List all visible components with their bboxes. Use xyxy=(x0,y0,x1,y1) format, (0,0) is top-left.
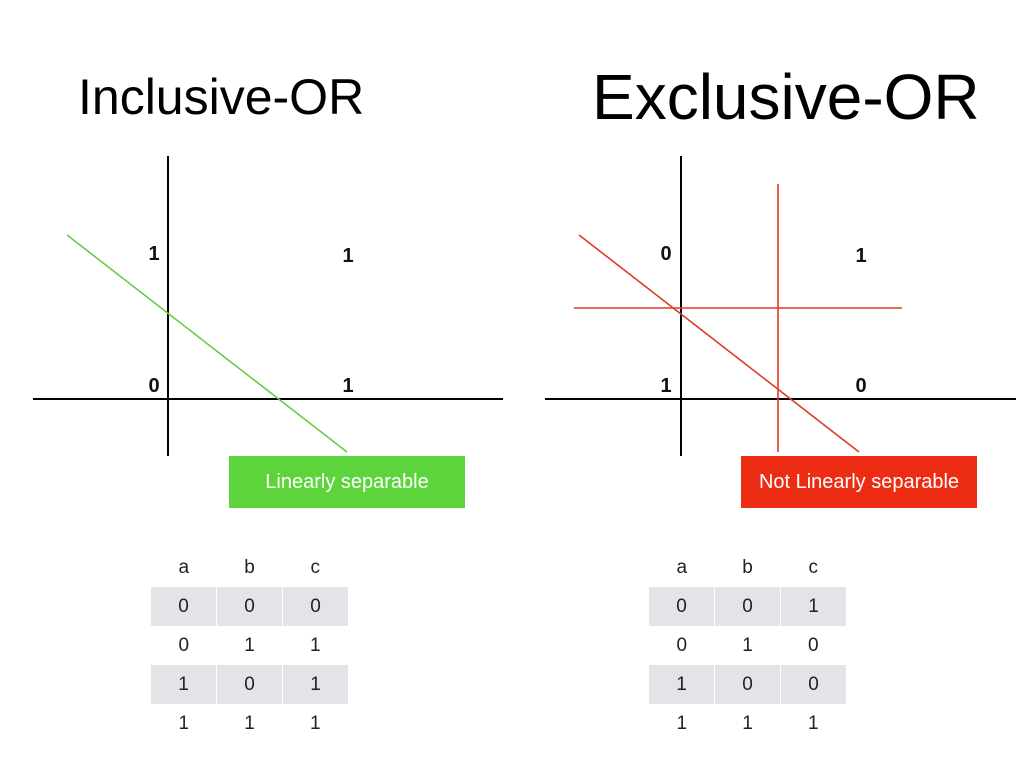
column-header-b: b xyxy=(742,556,753,578)
table-cell: 0 xyxy=(216,587,283,626)
table-cell: 0 xyxy=(649,587,715,626)
inclusive-or-plot: 1 1 0 1 xyxy=(33,156,503,456)
table-cell: 0 xyxy=(714,665,781,704)
table-cell: 1 xyxy=(309,634,321,656)
table-row: 0 1 1 xyxy=(151,626,348,665)
table-cell: 0 xyxy=(807,634,819,656)
inclusive-or-title: Inclusive-OR xyxy=(78,69,365,125)
table-cell: 1 xyxy=(807,712,819,734)
right-point-top-right: 1 xyxy=(855,245,866,267)
table-cell: 1 xyxy=(178,712,190,734)
table-row: 0 0 1 xyxy=(649,587,846,626)
column-header-b: b xyxy=(244,556,255,578)
table-cell: 1 xyxy=(244,712,255,734)
right-diagonal-separator xyxy=(578,234,860,453)
left-separator-line xyxy=(66,234,348,453)
table-cell: 0 xyxy=(151,587,217,626)
table-cell: 1 xyxy=(676,712,688,734)
table-cell: 1 xyxy=(742,712,753,734)
column-header-c: c xyxy=(808,556,819,578)
exclusive-or-title: Exclusive-OR xyxy=(592,61,980,133)
table-cell: 0 xyxy=(676,634,688,656)
table-row: 1 0 1 xyxy=(151,665,348,704)
table-cell: 1 xyxy=(151,665,217,704)
linearly-separable-badge: Linearly separable xyxy=(229,456,465,508)
table-row: 1 0 0 xyxy=(649,665,846,704)
table-header-row: a b c xyxy=(649,548,846,587)
column-header-a: a xyxy=(178,556,190,578)
table-row: 1 1 1 xyxy=(649,704,846,743)
exclusive-or-truth-table: a b c 0 0 1 0 1 0 1 0 0 1 1 1 xyxy=(649,548,846,743)
inclusive-or-truth-table: a b c 0 0 0 0 1 1 1 0 1 1 1 1 xyxy=(151,548,348,743)
table-cell: 0 xyxy=(216,665,283,704)
exclusive-or-plot: 0 1 1 0 xyxy=(545,156,1016,456)
left-point-bottom-right: 1 xyxy=(342,375,353,397)
table-cell: 1 xyxy=(649,665,715,704)
table-header-row: a b c xyxy=(151,548,348,587)
right-point-bottom-left: 1 xyxy=(660,375,671,397)
right-point-bottom-right: 0 xyxy=(855,375,866,397)
table-cell: 0 xyxy=(282,587,348,626)
table-cell: 1 xyxy=(244,634,255,656)
table-cell: 1 xyxy=(309,712,321,734)
table-cell: 0 xyxy=(714,587,781,626)
column-header-c: c xyxy=(310,556,321,578)
not-linearly-separable-badge: Not Linearly separable xyxy=(741,456,977,508)
table-cell: 0 xyxy=(178,634,190,656)
left-point-bottom-left: 0 xyxy=(148,375,159,397)
table-row: 1 1 1 xyxy=(151,704,348,743)
column-header-a: a xyxy=(676,556,688,578)
left-point-top-right: 1 xyxy=(342,245,353,267)
left-point-top-left: 1 xyxy=(148,243,159,265)
table-row: 0 1 0 xyxy=(649,626,846,665)
table-cell: 1 xyxy=(282,665,348,704)
table-cell: 0 xyxy=(780,665,846,704)
table-cell: 1 xyxy=(742,634,753,656)
table-cell: 1 xyxy=(780,587,846,626)
right-point-top-left: 0 xyxy=(660,243,671,265)
table-row: 0 0 0 xyxy=(151,587,348,626)
